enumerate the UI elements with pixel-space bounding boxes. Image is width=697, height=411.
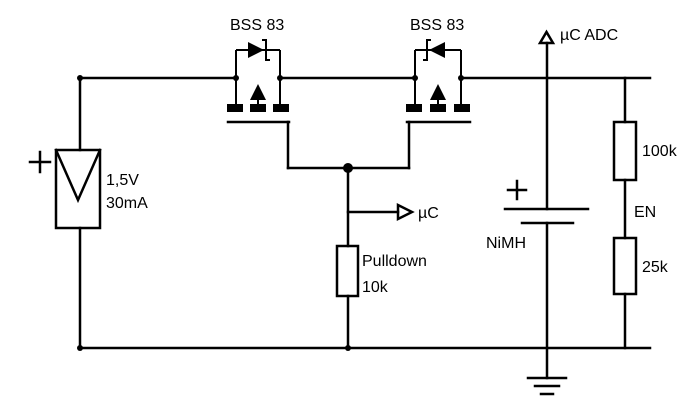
pulldown-name-label: Pulldown [362, 253, 427, 270]
top-rail [77, 75, 652, 81]
gate-network [286, 120, 415, 248]
mc-input-label: µC [418, 205, 439, 222]
mc-output-arrow [396, 202, 415, 222]
mosfet-q2 [405, 39, 472, 124]
r-bottom-label: 25k [642, 259, 669, 276]
pulldown-resistor [335, 244, 360, 351]
adc-label: µC ADC [560, 27, 618, 44]
resistor-100k [612, 120, 638, 182]
adc-arrow [537, 29, 556, 45]
resistor-25k [612, 236, 638, 296]
solar-current-label: 30mA [106, 195, 148, 212]
r-top-label: 100k [642, 143, 678, 160]
battery-label: NiMH [486, 235, 526, 252]
voltage-divider [612, 76, 638, 350]
mosfet-q1 [226, 39, 291, 124]
enable-label: EN [634, 204, 656, 221]
pulldown-value-label: 10k [362, 279, 389, 296]
battery-plus-sign [506, 179, 528, 201]
solar-cell [28, 76, 102, 350]
solar-plus-sign [28, 150, 52, 174]
q2-label: BSS 83 [410, 17, 464, 34]
ground-rail [77, 345, 652, 351]
ground-symbol [526, 376, 568, 396]
q1-label: BSS 83 [230, 17, 284, 34]
nimh-battery [503, 29, 590, 396]
solar-voltage-label: 1,5V [106, 172, 139, 189]
